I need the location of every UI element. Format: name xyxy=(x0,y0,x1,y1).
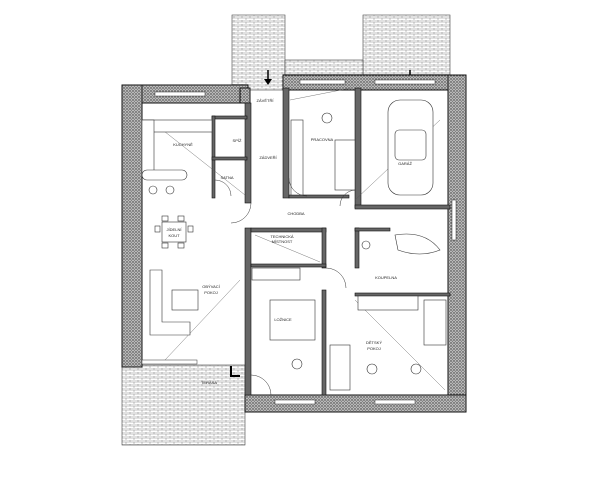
bathtub xyxy=(361,233,441,255)
windows xyxy=(141,79,457,405)
beds xyxy=(269,139,447,391)
label-terrace: TERASA xyxy=(201,380,217,385)
label-technical-room: TECHNICKÁ xyxy=(270,234,293,239)
label-living-2: POKOJ xyxy=(204,290,218,295)
kitchen-counter xyxy=(141,119,213,195)
label-technical-room-2: MÍSTNOST xyxy=(272,239,293,244)
label-bathroom: KOUPELNA xyxy=(375,275,397,280)
label-study: PRACOVNA xyxy=(311,137,334,142)
label-bedroom: LOŽNICE xyxy=(274,317,292,322)
exterior-walls xyxy=(121,74,467,413)
terrace-paving xyxy=(121,364,246,446)
chairs xyxy=(291,112,422,375)
interior-walls xyxy=(211,87,451,396)
car xyxy=(387,99,434,196)
label-garage: GARÁŽ xyxy=(398,161,412,166)
label-pantry: SPÍŽ xyxy=(233,138,242,143)
label-kids-room-2: POKOJ xyxy=(367,346,381,351)
section-lines xyxy=(149,87,446,391)
dining-table xyxy=(154,215,194,249)
label-kids-room: DĚTSKÝ xyxy=(366,340,382,345)
sofa xyxy=(149,269,199,336)
label-dining: JÍDELNÍ xyxy=(167,227,183,232)
label-porch: ZÁVĚTŘÍ xyxy=(257,98,275,103)
doors xyxy=(214,177,356,396)
room-labels: KUCHYNĚ SPÍŽ ZÁDVEŘÍ PRACOVNA GARÁŽ ZÁVĚ… xyxy=(167,98,413,385)
label-living: OBÝVACÍ xyxy=(202,284,220,289)
label-vestibule: ZÁDVEŘÍ xyxy=(259,155,277,160)
label-hallway: CHODBA xyxy=(287,211,304,216)
label-kitchen: KUCHYNĚ xyxy=(173,142,193,147)
wardrobes xyxy=(251,119,419,311)
label-dining-2: KOUT xyxy=(168,233,180,238)
label-wardrobe: SATNA xyxy=(220,175,233,180)
